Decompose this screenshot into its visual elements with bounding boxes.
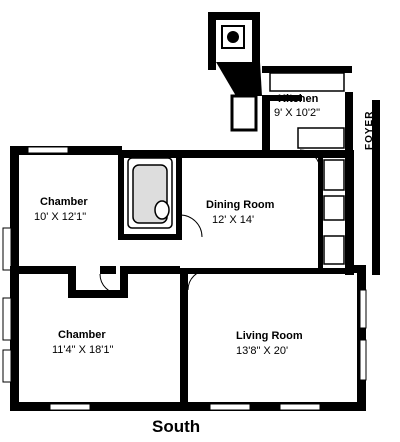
- toilet: [154, 200, 170, 220]
- kitchen-name: Kitchen: [278, 93, 319, 105]
- interior-walls: [10, 150, 350, 408]
- room-labels: Kitchen 9' X 10'2" Chamber 10' X 12'1" D…: [34, 93, 375, 357]
- closet: [323, 235, 345, 265]
- orientation-label: South: [152, 417, 200, 436]
- dining-room-name: Dining Room: [206, 199, 275, 211]
- chamber-2-dims: 11'4" X 18'1": [52, 344, 113, 356]
- closet: [323, 195, 345, 221]
- fixtures: [127, 72, 345, 265]
- chamber-1-dims: 10' X 12'1": [34, 211, 86, 223]
- kitchen-stack: [208, 12, 262, 132]
- chamber-1-name: Chamber: [40, 196, 88, 208]
- windows: [2, 146, 367, 411]
- dining-room-dims: 12' X 14': [212, 214, 254, 226]
- chamber-2-name: Chamber: [58, 329, 106, 341]
- living-room-dims: 13'8" X 20': [236, 345, 288, 357]
- kitchen-counter: [297, 127, 345, 149]
- closet: [323, 159, 345, 191]
- living-room-name: Living Room: [236, 330, 303, 342]
- kitchen-dims: 9' X 10'2": [274, 107, 320, 119]
- foyer-label: FOYER: [364, 111, 375, 150]
- doors: [99, 149, 321, 295]
